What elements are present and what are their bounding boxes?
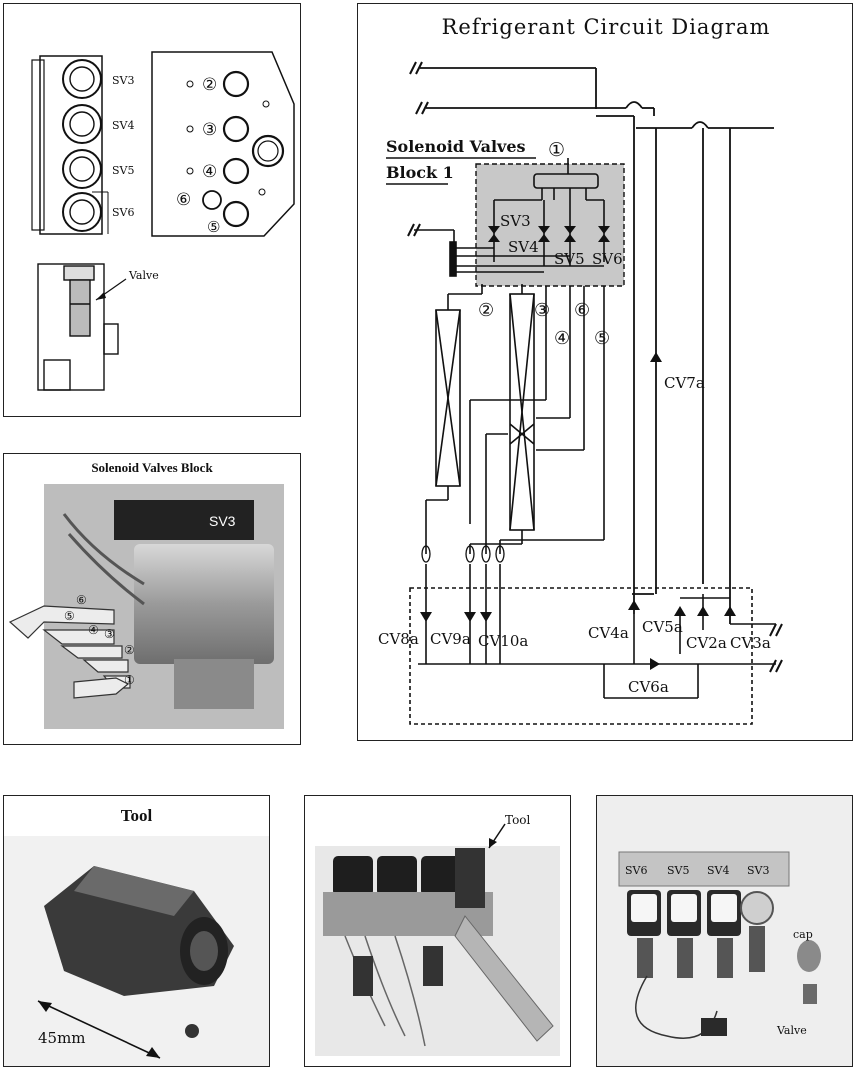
port-number: ②	[478, 300, 494, 321]
diagram-title: Refrigerant Circuit Diagram	[442, 15, 771, 39]
circuit-diagram-panel: Refrigerant Circuit Diagram	[357, 3, 853, 741]
refrigerant-circuit-diagram: Refrigerant Circuit Diagram	[358, 4, 852, 740]
port-number: ⑤	[594, 328, 610, 349]
solenoid-block-photo-panel: Solenoid Valves Block SV3 ⑥ ⑤ ④ ③ ② ①	[3, 453, 301, 745]
solenoid-block-photo-title: Solenoid Valves Block	[4, 460, 300, 476]
port-number: ⑥	[76, 593, 87, 607]
valve-label-sv5: SV5	[112, 164, 134, 177]
valve-label-sv6: SV6	[625, 864, 647, 877]
check-valve-cv8a: CV8a	[378, 630, 419, 648]
solenoid-valve-sv5: SV5	[554, 250, 585, 268]
check-valve-cv2a: CV2a	[686, 634, 727, 652]
port-number: ④	[554, 328, 570, 349]
valve-label: Valve	[776, 1024, 807, 1037]
tool-dimension: 45mm	[38, 1029, 86, 1047]
tool-photo: 45mm	[4, 796, 269, 1066]
port-number: ②	[202, 75, 217, 95]
valve-label-sv3: SV3	[112, 74, 134, 87]
port-number: ⑥	[176, 190, 191, 210]
port-number: ⑤	[64, 609, 75, 623]
cap-label: cap	[793, 928, 813, 941]
solenoid-valve-sv4: SV4	[508, 238, 539, 256]
port-number: ⑥	[574, 300, 590, 321]
check-valve-cv10a: CV10a	[478, 632, 528, 650]
port-number: ③	[534, 300, 550, 321]
block-label-line2: Block 1	[386, 163, 454, 182]
tool-photo-panel: Tool 45mm	[3, 795, 270, 1067]
tool-photo-title: Tool	[4, 806, 269, 826]
valve-label-sv3: SV3	[747, 864, 769, 877]
wrench-photo: Tool	[305, 796, 570, 1066]
block-inlet-number: ①	[548, 139, 565, 161]
wrench-tool-callout: Tool	[505, 813, 531, 827]
check-valve-cv5a: CV5a	[642, 618, 683, 636]
valve-label-sv4: SV4	[707, 864, 729, 877]
check-valve-cv6a: CV6a	[628, 678, 669, 696]
valve-label-sv4: SV4	[112, 119, 134, 132]
port-number: ①	[124, 673, 135, 687]
check-valve-cv7a: CV7a	[664, 374, 705, 392]
port-number: ③	[104, 627, 115, 641]
block-label-sv3: SV3	[209, 513, 236, 529]
block-label-line1: Solenoid Valves	[386, 137, 526, 156]
valve-block-drawing: SV3 SV4 SV5 SV6 ② ③ ④ ⑥ ⑤	[4, 4, 300, 416]
port-number: ⑤	[207, 218, 220, 236]
solenoid-valve-sv3: SV3	[500, 212, 531, 230]
solenoid-block-photo: SV3 ⑥ ⑤ ④ ③ ② ①	[4, 454, 300, 744]
parts-photo: SV6 SV5 SV4 SV3 cap Valve	[597, 796, 852, 1066]
port-number: ②	[124, 643, 135, 657]
port-number: ④	[88, 623, 99, 637]
valve-label-sv5: SV5	[667, 864, 689, 877]
parts-photo-panel: SV6 SV5 SV4 SV3 cap Valve	[596, 795, 853, 1067]
check-valve-cv4a: CV4a	[588, 624, 629, 642]
check-valve-symbols	[420, 352, 736, 670]
valve-callout: Valve	[128, 269, 159, 282]
valve-label-sv6: SV6	[112, 206, 134, 219]
solenoid-valve-sv6: SV6	[592, 250, 623, 268]
port-number: ④	[202, 162, 217, 182]
wrench-photo-panel: Tool	[304, 795, 571, 1067]
check-valve-cv3a: CV3a	[730, 634, 771, 652]
port-number: ③	[202, 120, 217, 140]
check-valve-cv9a: CV9a	[430, 630, 471, 648]
valve-block-drawing-panel: SV3 SV4 SV5 SV6 ② ③ ④ ⑥ ⑤	[3, 3, 301, 417]
